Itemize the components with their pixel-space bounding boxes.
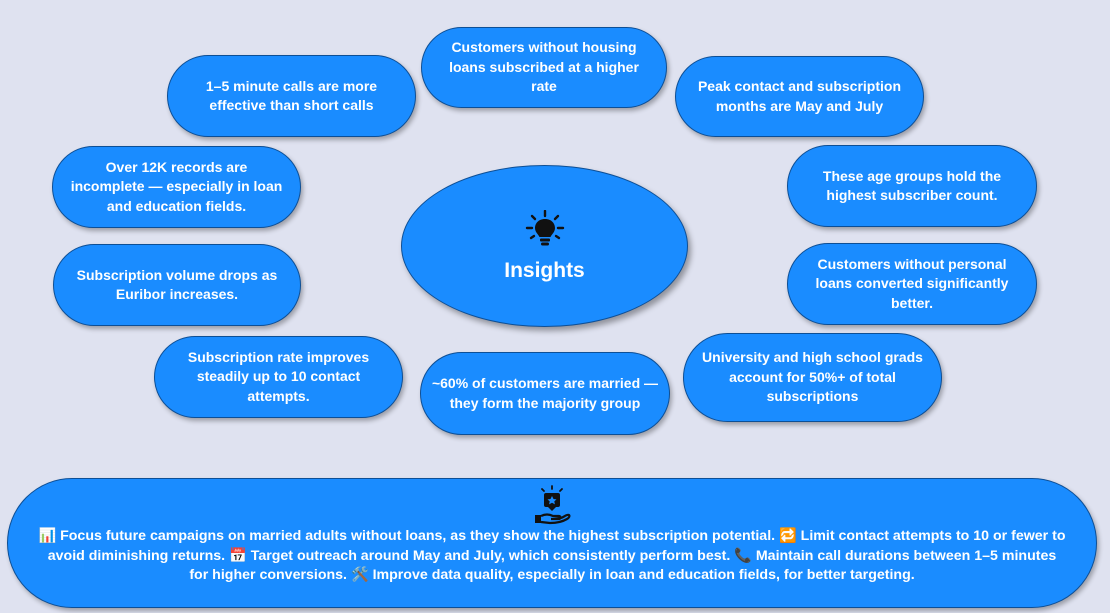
- recommendation-item: Focus future campaigns on married adults…: [60, 528, 776, 544]
- hand-holding-idea-icon: [533, 485, 571, 525]
- insight-text: Over 12K records are incomplete — especi…: [70, 158, 283, 214]
- lightbulb-icon: [525, 209, 565, 255]
- recommendations-text: 📊 Focus future campaigns on married adul…: [38, 527, 1066, 586]
- insight-incomplete-records: Over 12K records are incomplete — especi…: [52, 146, 301, 228]
- insight-contact-attempts: Subscription rate improves steadily up t…: [154, 336, 403, 418]
- insight-married: ~60% of customers are married — they for…: [420, 352, 670, 435]
- insight-text: Customers without personal loans convert…: [815, 255, 1009, 311]
- insight-text: ~60% of customers are married — they for…: [431, 375, 659, 411]
- insight-text: These age groups hold the highest subscr…: [822, 167, 1002, 204]
- insight-text: Customers without housing loans subscrib…: [449, 39, 639, 95]
- insight-personal-loans: Customers without personal loans convert…: [787, 243, 1037, 325]
- recommendation-item: Improve data quality, especially in loan…: [372, 567, 915, 583]
- insight-euribor: Subscription volume drops as Euribor inc…: [53, 244, 301, 326]
- insight-text: 1–5 minute calls are more effective than…: [205, 77, 378, 114]
- insights-hub: Insights: [401, 165, 688, 327]
- recommendation-item: Limit contact attempts to 10 or fewer to…: [47, 528, 1066, 564]
- insight-education: University and high school grads account…: [683, 333, 942, 422]
- insight-text: University and high school grads account…: [702, 349, 923, 405]
- recommendations-panel: 📊 Focus future campaigns on married adul…: [7, 478, 1097, 608]
- insight-call-duration: 1–5 minute calls are more effective than…: [167, 55, 416, 137]
- recommendation-item: Maintain call durations between 1–5 minu…: [189, 547, 1057, 584]
- insight-text: Peak contact and subscription months are…: [697, 78, 902, 114]
- calendar-icon: 📅: [229, 547, 247, 564]
- insight-age-groups: These age groups hold the highest subscr…: [787, 145, 1037, 227]
- insight-peak-months: Peak contact and subscription months are…: [675, 56, 924, 137]
- repeat-icon: 🔁: [779, 528, 797, 544]
- insight-text: Subscription rate improves steadily up t…: [187, 348, 370, 404]
- phone-icon: 📞: [734, 547, 752, 564]
- recommendation-item: Target outreach around May and July, whi…: [250, 547, 731, 564]
- insight-housing-loans: Customers without housing loans subscrib…: [421, 27, 667, 108]
- bar-chart-icon: 📊: [38, 528, 57, 544]
- insight-text: Subscription volume drops as Euribor inc…: [76, 266, 278, 303]
- hub-title: Insights: [504, 258, 585, 282]
- tools-icon: 🛠️: [350, 567, 369, 583]
